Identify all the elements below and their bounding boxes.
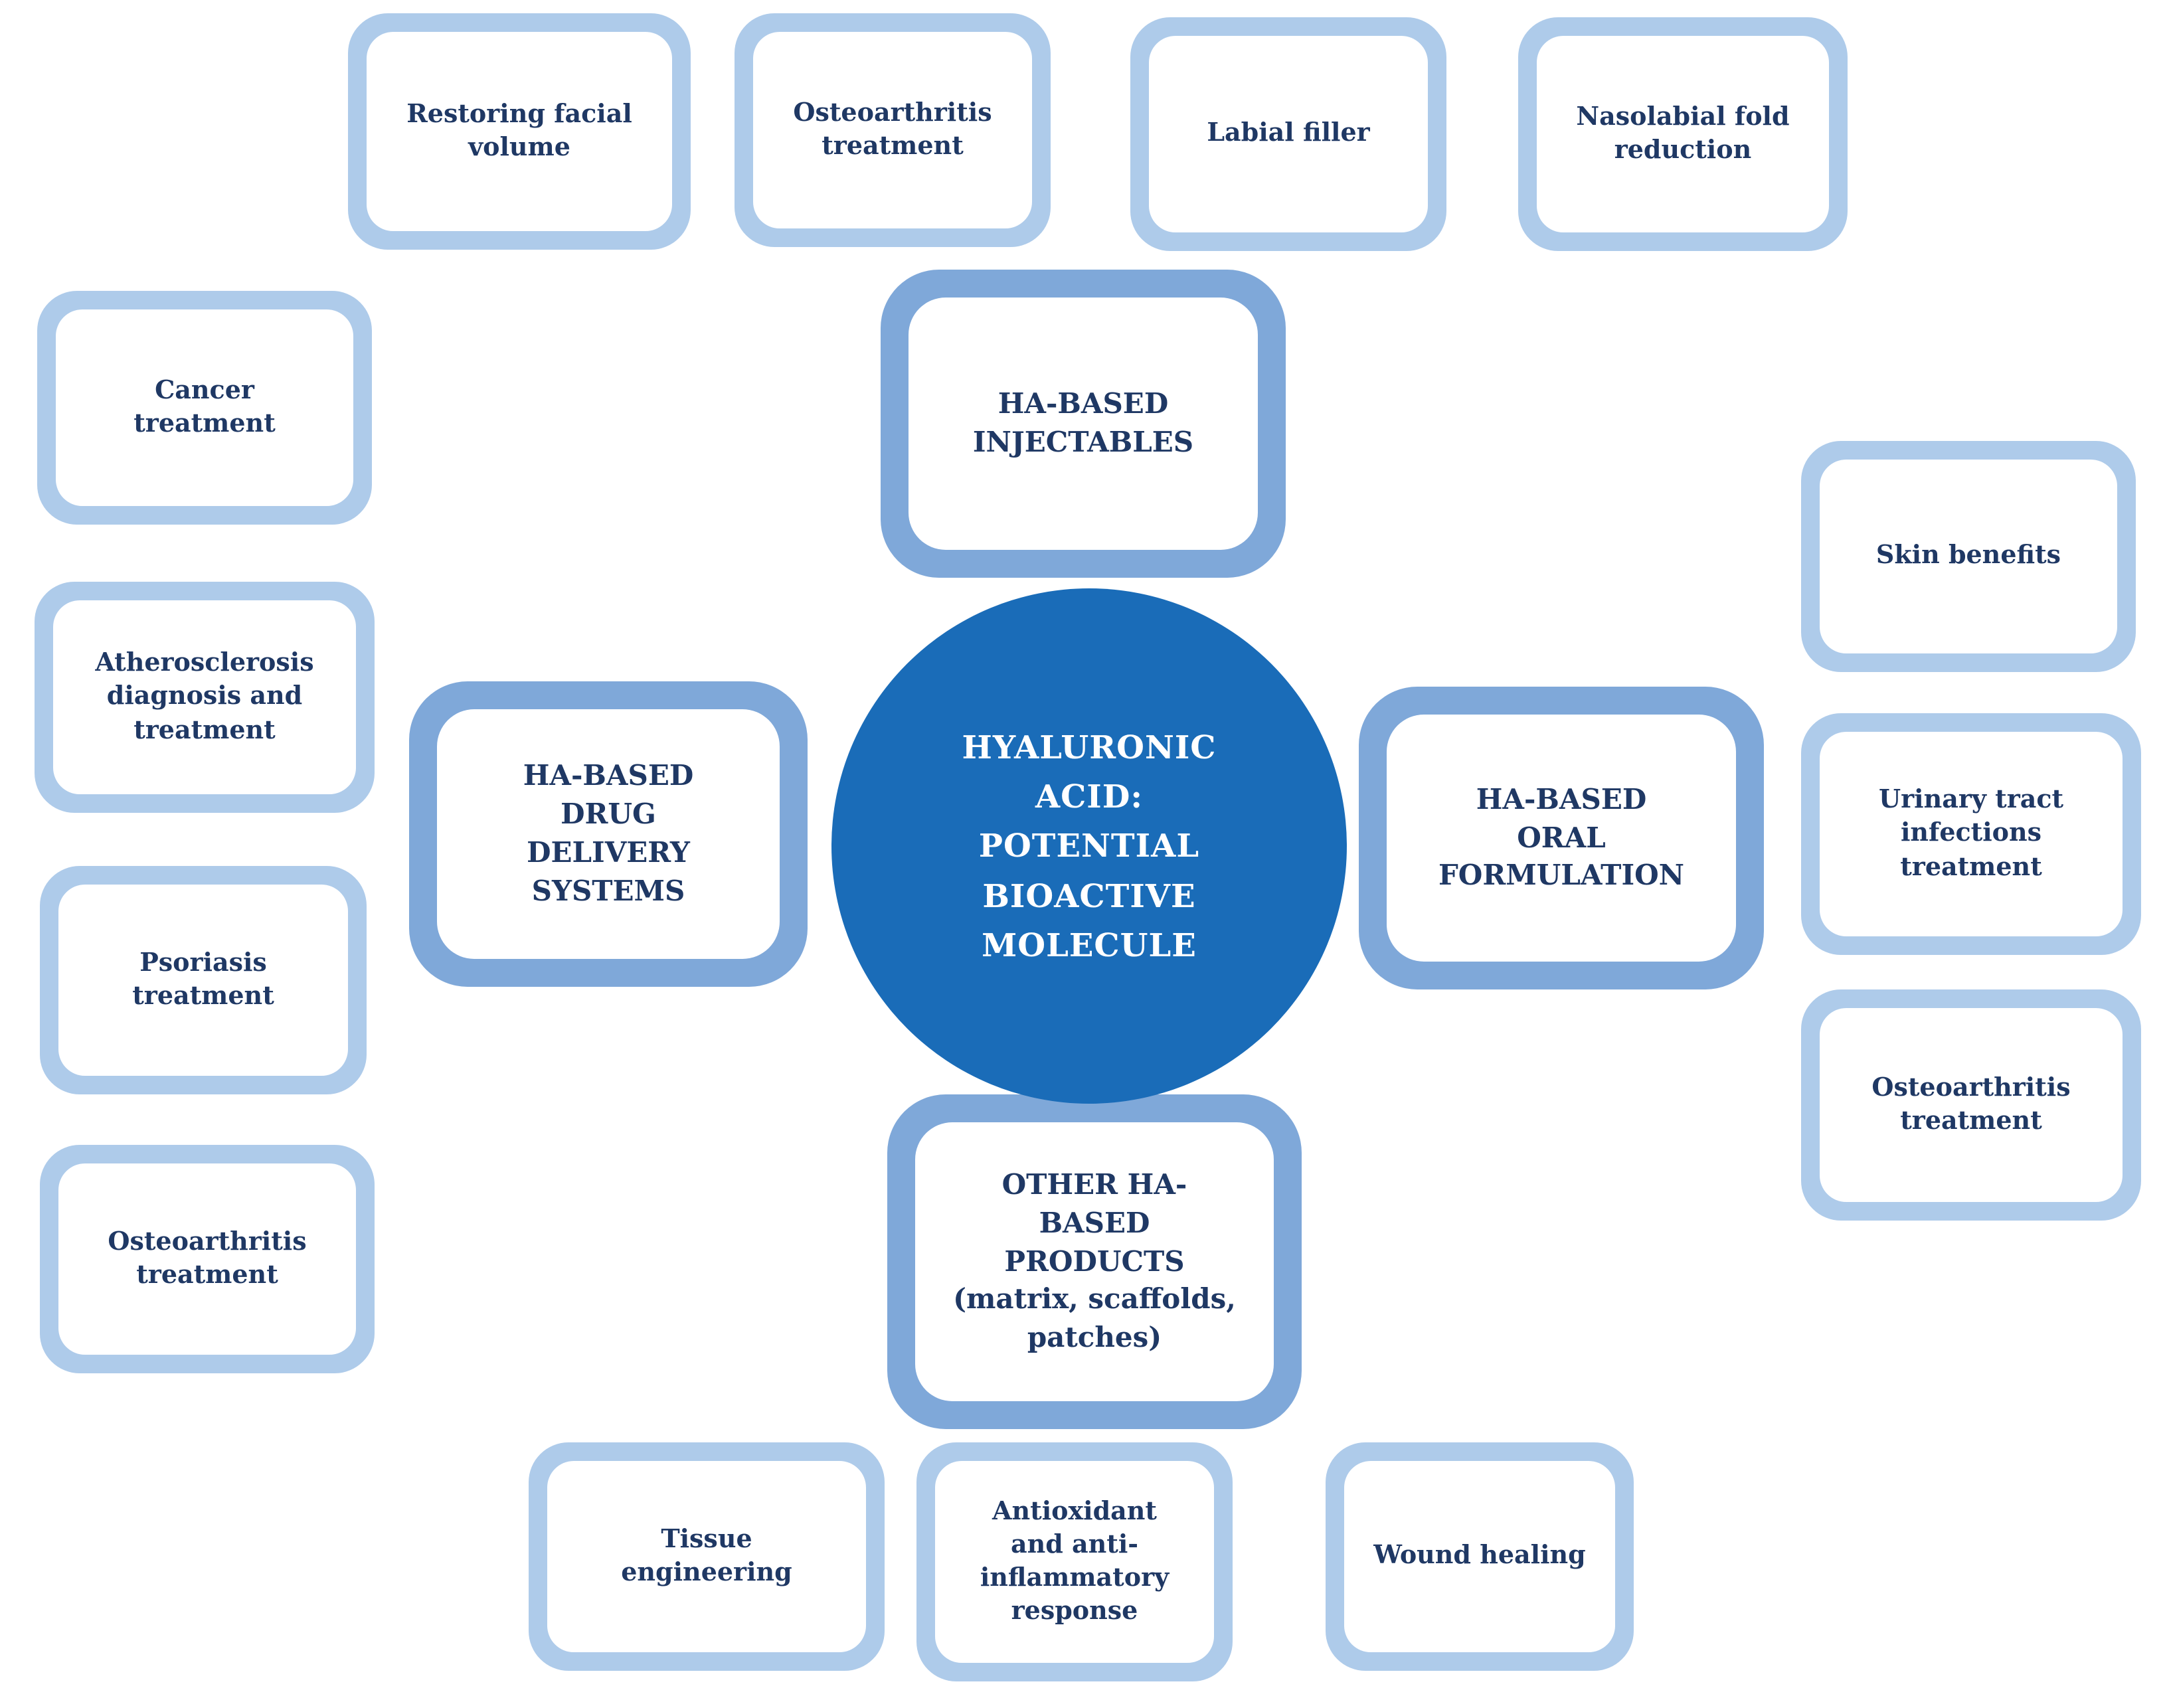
hub-label: HA-BASED ORAL FORMULATION <box>1387 715 1736 962</box>
node-label: Osteoarthritis treatment <box>753 32 1032 228</box>
hub-label: HA-BASED DRUG DELIVERY SYSTEMS <box>437 709 780 959</box>
node-urinary-tract-infections-treatment: Urinary tract infections treatment <box>1801 713 2141 955</box>
node-label: Atherosclerosis diagnosis and treatment <box>53 600 356 794</box>
node-label: Labial filler <box>1149 36 1428 232</box>
node-label: Urinary tract infections treatment <box>1820 732 2123 936</box>
node-restoring-facial-volume: Restoring facial volume <box>348 13 691 250</box>
hub-ha-based-drug-delivery-systems: HA-BASED DRUG DELIVERY SYSTEMS <box>409 681 808 987</box>
hub-label: HA-BASED INJECTABLES <box>909 298 1258 550</box>
center-node-hyaluronic-acid: HYALURONIC ACID: POTENTIAL BIOACTIVE MOL… <box>831 588 1347 1104</box>
node-label: Osteoarthritis treatment <box>58 1163 356 1355</box>
node-label: Cancer treatment <box>56 309 353 506</box>
hub-ha-based-injectables: HA-BASED INJECTABLES <box>881 270 1286 578</box>
node-labial-filler: Labial filler <box>1130 17 1446 251</box>
node-wound-healing: Wound healing <box>1326 1442 1634 1671</box>
node-atherosclerosis-diagnosis-and-treatment: Atherosclerosis diagnosis and treatment <box>35 582 375 813</box>
node-label: Osteoarthritis treatment <box>1820 1008 2123 1202</box>
node-label: Restoring facial volume <box>367 32 672 231</box>
node-cancer-treatment: Cancer treatment <box>37 291 372 525</box>
node-tissue-engineering: Tissue engineering <box>529 1442 885 1671</box>
node-psoriasis-treatment: Psoriasis treatment <box>40 866 367 1094</box>
node-antioxidant-anti-inflammatory-response: Antioxidant and anti- inflammatory respo… <box>916 1442 1233 1681</box>
node-label: Wound healing <box>1344 1461 1615 1652</box>
hub-ha-based-oral-formulation: HA-BASED ORAL FORMULATION <box>1359 687 1764 989</box>
node-osteoarthritis-treatment-left: Osteoarthritis treatment <box>40 1145 375 1373</box>
node-label: Psoriasis treatment <box>58 885 348 1076</box>
node-label: Antioxidant and anti- inflammatory respo… <box>935 1461 1214 1663</box>
node-osteoarthritis-treatment-right: Osteoarthritis treatment <box>1801 989 2141 1221</box>
node-nasolabial-fold-reduction: Nasolabial fold reduction <box>1518 17 1848 251</box>
node-label: Nasolabial fold reduction <box>1537 36 1829 232</box>
hub-label: OTHER HA- BASED PRODUCTS (matrix, scaffo… <box>915 1122 1274 1401</box>
node-osteoarthritis-treatment-top: Osteoarthritis treatment <box>735 13 1051 247</box>
node-label: Tissue engineering <box>547 1461 866 1652</box>
node-label: Skin benefits <box>1820 460 2117 653</box>
hub-other-ha-based-products: OTHER HA- BASED PRODUCTS (matrix, scaffo… <box>887 1094 1302 1429</box>
node-skin-benefits: Skin benefits <box>1801 441 2136 672</box>
